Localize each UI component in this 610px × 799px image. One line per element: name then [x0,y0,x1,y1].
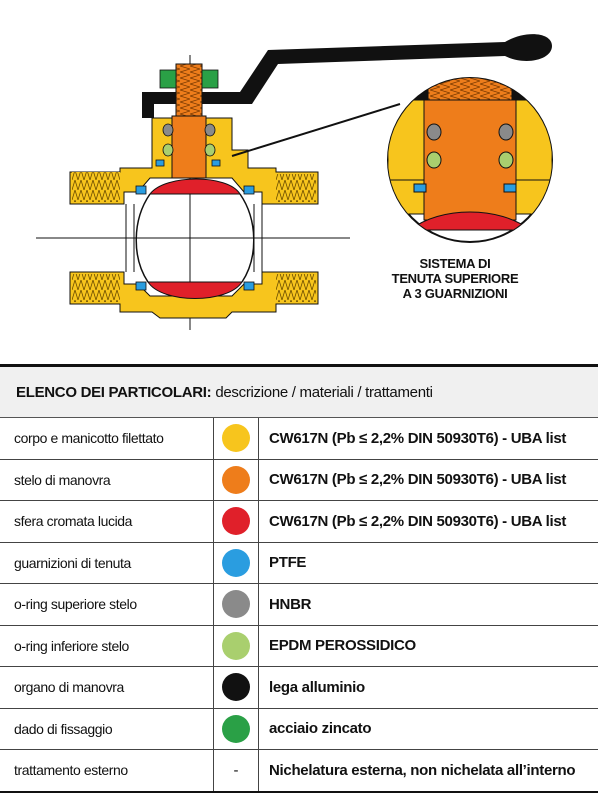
table-row: stelo di manovra CW617N (Pb ≤ 2,2% DIN 50… [0,459,598,501]
no-color-dash: - [233,761,239,779]
part-description: guarnizioni di tenuta [0,542,214,583]
color-swatch-cell: - [214,750,259,791]
valve-cross-section-diagram [36,34,553,330]
seal-system-callout: SISTEMA DI TENUTA SUPERIORE A 3 GUARNIZI… [360,256,550,301]
table-row: o-ring inferiore stelo EPDM PEROSSIDICO [0,625,598,667]
part-description: stelo di manovra [0,459,214,500]
part-material: CW617N (Pb ≤ 2,2% DIN 50930T6) - UBA lis… [269,512,567,530]
parts-table: ELENCO DEI PARTICOLARI: descrizione / ma… [0,364,598,793]
callout-line-1: SISTEMA DI [419,256,491,271]
callout-line-2: TENUTA SUPERIORE [391,271,519,286]
callout-leader-line [231,103,401,157]
table-row: trattamento esterno - Nichelatura esterna,… [0,750,598,793]
color-swatch-cell [214,708,259,749]
header-rest: descrizione / materiali / trattamenti [215,383,433,401]
color-swatch [222,714,250,743]
color-swatch-cell [214,667,259,708]
part-material: HNBR [269,595,312,613]
part-description: sfera cromata lucida [0,501,214,542]
color-swatch-cell [214,584,259,625]
table-row: dado di fissaggio acciaio zincato [0,708,598,750]
color-swatch [222,673,250,702]
zoom-detail [387,77,553,243]
nut [159,69,219,89]
part-description: trattamento esterno [0,750,214,791]
table-row: organo di manovra lega alluminio [0,667,598,709]
part-description: o-ring inferiore stelo [0,625,214,666]
color-swatch-cell [214,418,259,459]
table-row: guarnizioni di tenuta PTFE [0,542,598,584]
part-material: Nichelatura esterna, non nichelata all’i… [269,761,576,779]
color-swatch [222,507,250,536]
color-swatch-cell [214,501,259,542]
ptfe-seals [135,159,255,291]
color-swatch [222,424,250,453]
part-material: lega alluminio [269,678,365,696]
part-material: acciaio zincato [269,720,372,738]
color-swatch [222,631,250,660]
parts-table-header: ELENCO DEI PARTICOLARI: descrizione / ma… [0,364,598,418]
stem [171,63,207,179]
part-material: PTFE [269,554,307,572]
part-description: organo di manovra [0,667,214,708]
part-description: o-ring superiore stelo [0,584,214,625]
color-swatch [222,548,250,577]
callout-line-3: A 3 GUARNIZIONI [402,286,508,301]
part-material: CW617N (Pb ≤ 2,2% DIN 50930T6) - UBA lis… [269,429,567,447]
part-description: dado di fissaggio [0,708,214,749]
color-swatch-cell [214,625,259,666]
part-material: CW617N (Pb ≤ 2,2% DIN 50930T6) - UBA lis… [269,471,567,489]
table-row: corpo e manicotto filettato CW617N (Pb ≤ … [0,418,598,460]
part-material: EPDM PEROSSIDICO [269,637,416,655]
table-row: sfera cromata lucida CW617N (Pb ≤ 2,2% DI… [0,501,598,543]
handle-lever [142,34,552,118]
part-description: corpo e manicotto filettato [0,418,214,459]
ball [135,178,255,299]
o-rings [162,123,216,157]
table-row: o-ring superiore stelo HNBR [0,584,598,626]
header-bold: ELENCO DEI PARTICOLARI: [16,383,212,401]
color-swatch [222,465,250,494]
color-swatch-cell [214,542,259,583]
color-swatch [222,590,250,619]
color-swatch-cell [214,459,259,500]
